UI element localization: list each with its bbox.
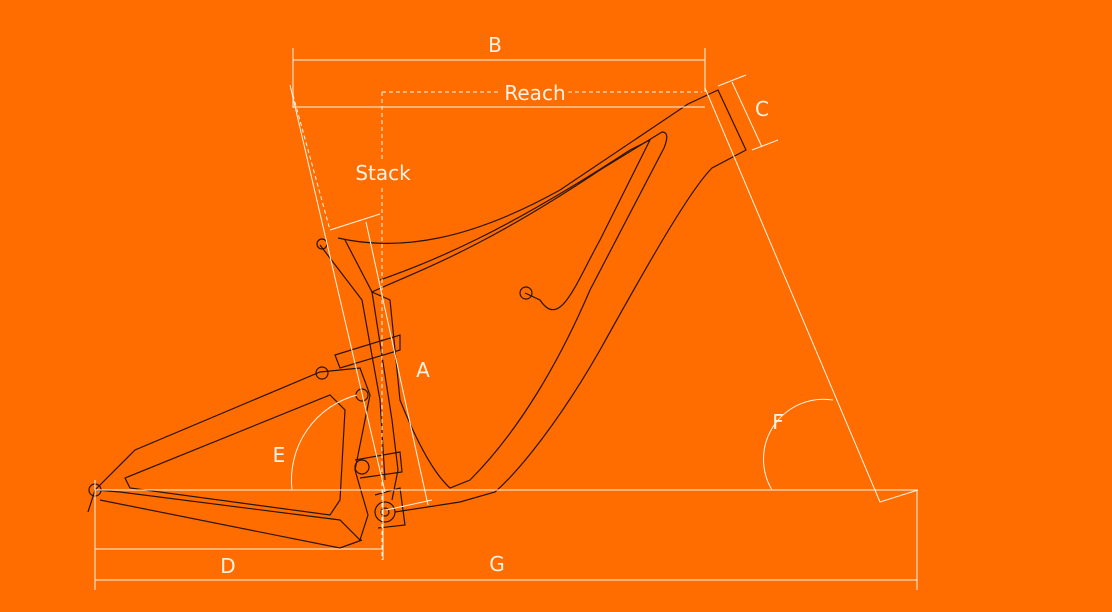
- label-g: G: [489, 552, 505, 576]
- bike-frame-drawing: [87, 89, 747, 549]
- dimension-lines: [94, 48, 919, 590]
- label-e: E: [272, 443, 286, 467]
- dimension-g: [95, 490, 918, 590]
- angle-f-arc: [763, 398, 834, 491]
- label-a: A: [416, 358, 430, 382]
- angle-e-arc: [290, 394, 358, 491]
- dimension-b: [292, 48, 706, 108]
- label-d: D: [220, 554, 236, 578]
- label-stack: Stack: [352, 163, 414, 183]
- dimension-d: [94, 480, 384, 590]
- label-c: C: [752, 99, 772, 119]
- head-angle-line: [704, 87, 919, 503]
- dimension-a: [329, 213, 433, 511]
- label-reach: Reach: [501, 83, 569, 103]
- seat-tube-line: [289, 84, 386, 493]
- label-b: B: [485, 35, 505, 55]
- dimension-c: [717, 74, 779, 151]
- label-f: F: [772, 410, 784, 434]
